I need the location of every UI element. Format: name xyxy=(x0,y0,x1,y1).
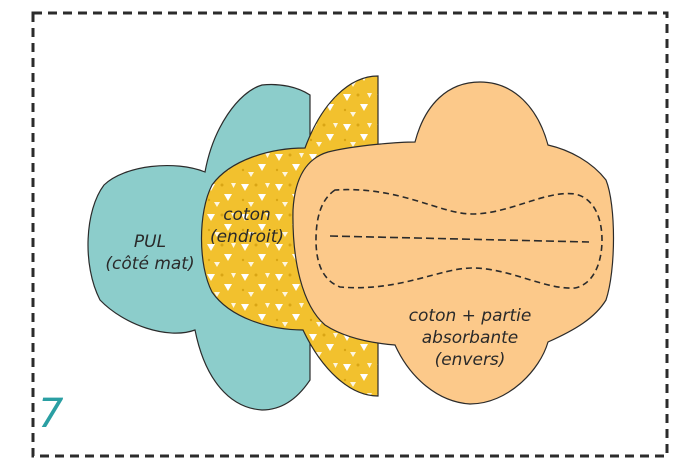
coton-envers-label-line3: (envers) xyxy=(434,350,506,370)
dashed-frame xyxy=(31,11,669,458)
coton-endroit-label-line2: (endroit) xyxy=(209,227,285,247)
absorbent-core-outline xyxy=(315,188,603,289)
coton-endroit-label-line1: coton xyxy=(223,205,271,225)
center-fold-line xyxy=(329,235,590,243)
pul-label-line2: (côté mat) xyxy=(105,254,195,274)
coton-endroit-label: coton (endroit) xyxy=(197,204,297,248)
coton-envers-label-line1: coton + partie xyxy=(408,306,532,326)
coton-envers-label: coton + partie absorbante (envers) xyxy=(390,305,550,371)
pul-label-line1: PUL xyxy=(133,232,167,252)
pul-label: PUL (côté mat) xyxy=(95,231,205,275)
coton-envers-label-line2: absorbante xyxy=(421,328,519,348)
coton-envers-layer-shape xyxy=(292,81,615,405)
step-number: 7 xyxy=(38,391,64,437)
